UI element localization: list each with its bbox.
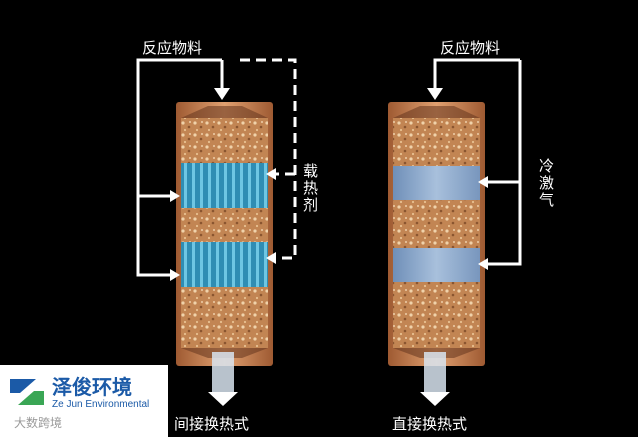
left-heat-exchanger-upper bbox=[181, 163, 268, 208]
watermark: 大数跨境 bbox=[14, 416, 63, 430]
left-feed-arrow bbox=[214, 88, 230, 100]
right-catalyst-bed bbox=[393, 118, 480, 348]
left-feed-lines bbox=[136, 58, 224, 277]
left-top-cone bbox=[181, 106, 268, 118]
right-reactor bbox=[388, 102, 485, 406]
company-logo: 泽俊环境 Ze Jun Environmental bbox=[0, 365, 168, 437]
left-caption: 间接换热式 bbox=[174, 415, 250, 433]
left-heat-exchanger-lower bbox=[181, 242, 268, 287]
right-top-cone bbox=[393, 106, 480, 118]
left-carrier-arrow-upper bbox=[266, 168, 276, 180]
right-outlet-arrow bbox=[420, 392, 450, 406]
left-branch-arrow-lower bbox=[170, 269, 180, 281]
right-caption: 直接换热式 bbox=[392, 415, 468, 433]
left-carrier-arrow-lower bbox=[266, 252, 276, 264]
left-side-label: 载热剂 bbox=[301, 163, 319, 214]
left-branch-arrow-upper bbox=[170, 190, 180, 202]
right-cooling-zone-lower bbox=[393, 248, 480, 282]
right-cooling-zone-upper bbox=[393, 166, 480, 200]
left-outlet-arrow bbox=[208, 392, 238, 406]
left-outlet-flow bbox=[212, 352, 234, 394]
right-quench-arrow-upper bbox=[478, 176, 488, 188]
left-reactor bbox=[176, 102, 273, 406]
right-outlet-flow bbox=[424, 352, 446, 394]
logo-name: 泽俊环境 bbox=[52, 375, 132, 399]
right-side-label: 冷激气 bbox=[537, 158, 555, 209]
logo-mark-icon bbox=[10, 379, 44, 405]
left-feed-label: 反应物料 bbox=[142, 39, 203, 57]
right-feed-arrow bbox=[427, 88, 443, 100]
left-catalyst-bed bbox=[181, 118, 268, 348]
right-quench-arrow-lower bbox=[478, 258, 488, 270]
logo-subtitle: Ze Jun Environmental bbox=[52, 399, 150, 410]
right-feed-label: 反应物料 bbox=[440, 39, 501, 57]
